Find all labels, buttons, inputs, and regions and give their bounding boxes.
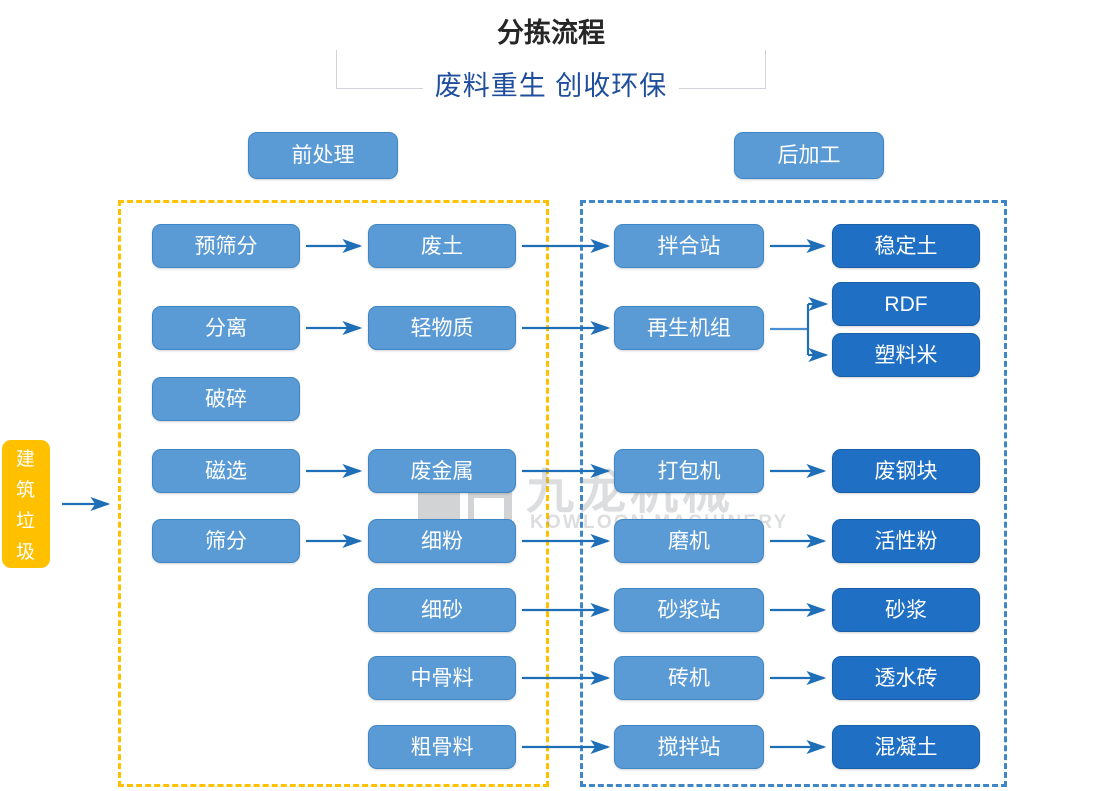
node-concrete[interactable]: 混凝土 (832, 725, 980, 769)
node-coarse-aggregate[interactable]: 粗骨料 (368, 725, 516, 769)
node-scrap-steel-block[interactable]: 废钢块 (832, 449, 980, 493)
input-construction-waste[interactable]: 建筑垃圾 (2, 440, 50, 568)
node-stabilized-soil[interactable]: 稳定土 (832, 224, 980, 268)
page-subtitle-text: 废料重生 创收环保 (422, 71, 680, 101)
node-scrap-metal[interactable]: 废金属 (368, 449, 516, 493)
node-light-material[interactable]: 轻物质 (368, 306, 516, 350)
node-rdf[interactable]: RDF (832, 282, 980, 326)
node-pre-screening[interactable]: 预筛分 (152, 224, 300, 268)
zone-post-processing (580, 200, 1007, 787)
page-title: 分拣流程 (336, 16, 766, 50)
stage-label-post-processing[interactable]: 后加工 (734, 132, 884, 179)
node-brick-machine[interactable]: 砖机 (614, 656, 764, 700)
node-batching-plant[interactable]: 搅拌站 (614, 725, 764, 769)
node-baler[interactable]: 打包机 (614, 449, 764, 493)
page-subtitle: 废料重生 创收环保 (336, 67, 766, 105)
node-screening[interactable]: 筛分 (152, 519, 300, 563)
page-title-text: 分拣流程 (483, 18, 619, 48)
node-fine-powder[interactable]: 细粉 (368, 519, 516, 563)
node-mortar-station[interactable]: 砂浆站 (614, 588, 764, 632)
zone-pre-processing (118, 200, 549, 787)
node-separation[interactable]: 分离 (152, 306, 300, 350)
node-recycling-unit[interactable]: 再生机组 (614, 306, 764, 350)
node-grinder[interactable]: 磨机 (614, 519, 764, 563)
node-waste-soil[interactable]: 废土 (368, 224, 516, 268)
node-permeable-brick[interactable]: 透水砖 (832, 656, 980, 700)
node-plastic-pellets[interactable]: 塑料米 (832, 333, 980, 377)
node-crushing[interactable]: 破碎 (152, 377, 300, 421)
node-active-powder[interactable]: 活性粉 (832, 519, 980, 563)
stage-label-pre-processing[interactable]: 前处理 (248, 132, 398, 179)
node-medium-aggregate[interactable]: 中骨料 (368, 656, 516, 700)
branch-trunk (770, 304, 810, 355)
node-magnetic-separation[interactable]: 磁选 (152, 449, 300, 493)
node-mixing-station[interactable]: 拌合站 (614, 224, 764, 268)
node-fine-sand[interactable]: 细砂 (368, 588, 516, 632)
node-mortar[interactable]: 砂浆 (832, 588, 980, 632)
